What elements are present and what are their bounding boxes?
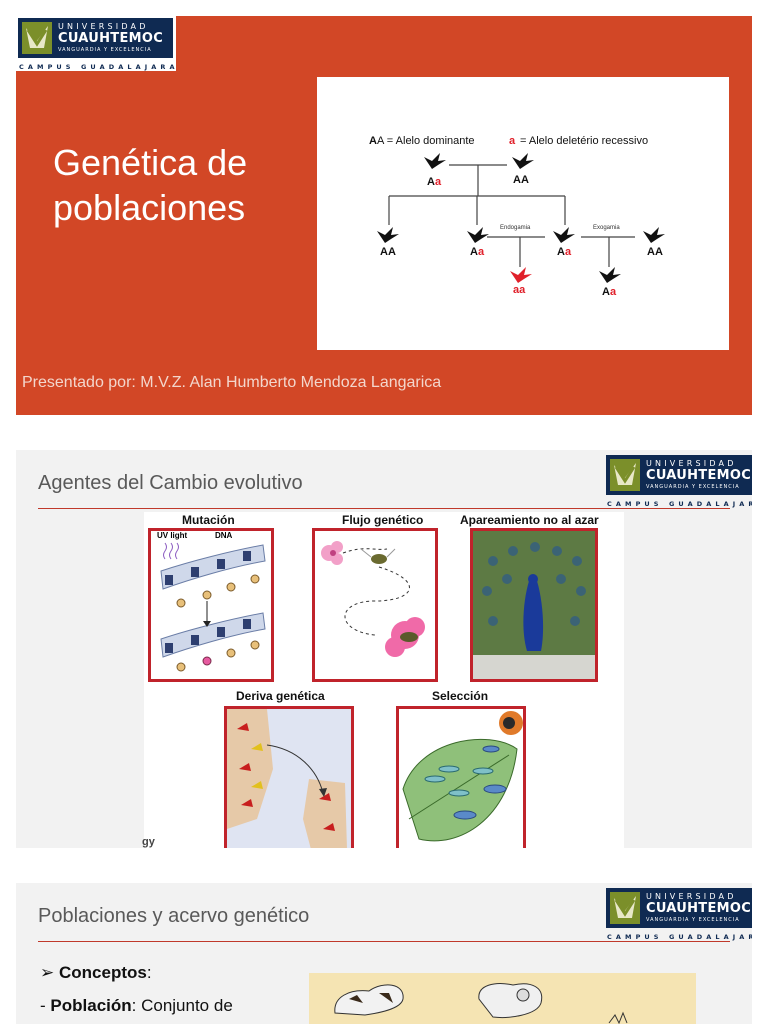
logo-line-university: UNIVERSIDAD xyxy=(646,892,737,901)
svg-text:AA: AA xyxy=(380,246,396,258)
logo-line-motto: VANGUARDIA Y EXCELENCIA xyxy=(58,47,152,53)
university-logo: UNIVERSIDAD CUAUHTEMOC VANGUARDIA Y EXCE… xyxy=(606,888,752,944)
title-rule xyxy=(38,508,730,509)
presenter-line: Presentado por: M.V.Z. Alan Humberto Men… xyxy=(22,374,442,391)
label-deriva: Deriva genética xyxy=(236,689,325,703)
svg-text:AA: AA xyxy=(647,246,663,258)
uv-label: UV light xyxy=(157,531,188,540)
logo-line-university: UNIVERSIDAD xyxy=(646,459,737,468)
logo-line-motto: VANGUARDIA Y EXCELENCIA xyxy=(646,917,740,923)
label-apareamiento: Apareamiento no al azar xyxy=(460,513,599,527)
exogamia-label: Exogamia xyxy=(593,225,620,231)
label-flujo: Flujo genético xyxy=(342,513,424,527)
legend-letter: a xyxy=(509,135,516,147)
svg-text:Aa: Aa xyxy=(557,246,572,258)
logo-line-name: CUAUHTEMOC xyxy=(646,468,752,483)
mutation-panel: UV light DNA xyxy=(148,528,274,682)
emblem-icon xyxy=(610,892,640,924)
dna-label: DNA xyxy=(215,531,233,540)
dash-bullet: - xyxy=(40,996,46,1015)
svg-text:Aa: Aa xyxy=(602,286,617,298)
svg-text:Aa: Aa xyxy=(470,246,485,258)
gene-flow-panel xyxy=(312,528,438,682)
agents-slide: Agentes del Cambio evolutivo UNIVERSIDAD… xyxy=(16,450,752,848)
slide-title: Agentes del Cambio evolutivo xyxy=(38,472,303,494)
slide-title: Genética de poblaciones xyxy=(53,142,248,228)
svg-text:Aa: Aa xyxy=(427,176,442,188)
concepts-bullet: ➢ Conceptos: xyxy=(40,963,152,983)
legend-recessive: = Alelo deletério recessivo xyxy=(520,135,648,147)
logo-line-campus: CAMPUS GUADALAJARA xyxy=(19,63,179,71)
title-rule xyxy=(38,941,730,942)
emblem-icon xyxy=(22,22,52,54)
label-mutacion: Mutación xyxy=(182,513,235,527)
svg-text:A: A xyxy=(369,135,377,147)
populations-slide: Poblaciones y acervo genético UNIVERSIDA… xyxy=(16,883,752,1024)
arrow-bullet-icon: ➢ xyxy=(40,963,55,982)
selection-panel xyxy=(396,706,526,848)
figure-credit: gy xyxy=(142,836,155,848)
svg-text:aa: aa xyxy=(513,284,526,296)
logo-line-name: CUAUHTEMOC xyxy=(646,901,752,916)
concepts-colon: : xyxy=(146,963,152,982)
peacock-panel xyxy=(470,528,598,682)
logo-line-university: UNIVERSIDAD xyxy=(58,22,149,31)
university-logo: UNIVERSIDAD CUAUHTEMOC VANGUARDIA Y EXCE… xyxy=(606,455,752,511)
endogamia-label: Endogamia xyxy=(500,225,531,231)
logo-line-motto: VANGUARDIA Y EXCELENCIA xyxy=(646,484,740,490)
svg-text:AA: AA xyxy=(513,174,529,186)
concepts-heading: Conceptos xyxy=(58,963,147,982)
title-slide: UNIVERSIDAD CUAUHTEMOC VANGUARDIA Y EXCE… xyxy=(16,16,752,415)
university-logo: UNIVERSIDAD CUAUHTEMOC VANGUARDIA Y EXCE… xyxy=(18,18,176,74)
evolution-agents-figure: Mutación Flujo genético Apareamiento no … xyxy=(142,512,624,848)
legend-dominant: A = Alelo dominante xyxy=(377,135,475,147)
logo-line-campus: CAMPUS GUADALAJARA xyxy=(607,933,752,941)
logo-line-campus: CAMPUS GUADALAJARA xyxy=(607,500,752,508)
genetic-drift-panel xyxy=(224,706,354,848)
dog-breeds-image xyxy=(309,973,696,1024)
label-seleccion: Selección xyxy=(432,689,489,703)
definition-line: - Población: Conjunto de xyxy=(40,996,233,1016)
term-definition: : Conjunto de xyxy=(131,996,233,1015)
emblem-icon xyxy=(610,459,640,491)
pedigree-diagram: A A = Alelo dominante a = Alelo deletéri… xyxy=(317,77,729,350)
logo-line-name: CUAUHTEMOC xyxy=(58,31,164,46)
slide-title: Poblaciones y acervo genético xyxy=(38,905,310,927)
term-poblacion: Población xyxy=(50,996,132,1015)
